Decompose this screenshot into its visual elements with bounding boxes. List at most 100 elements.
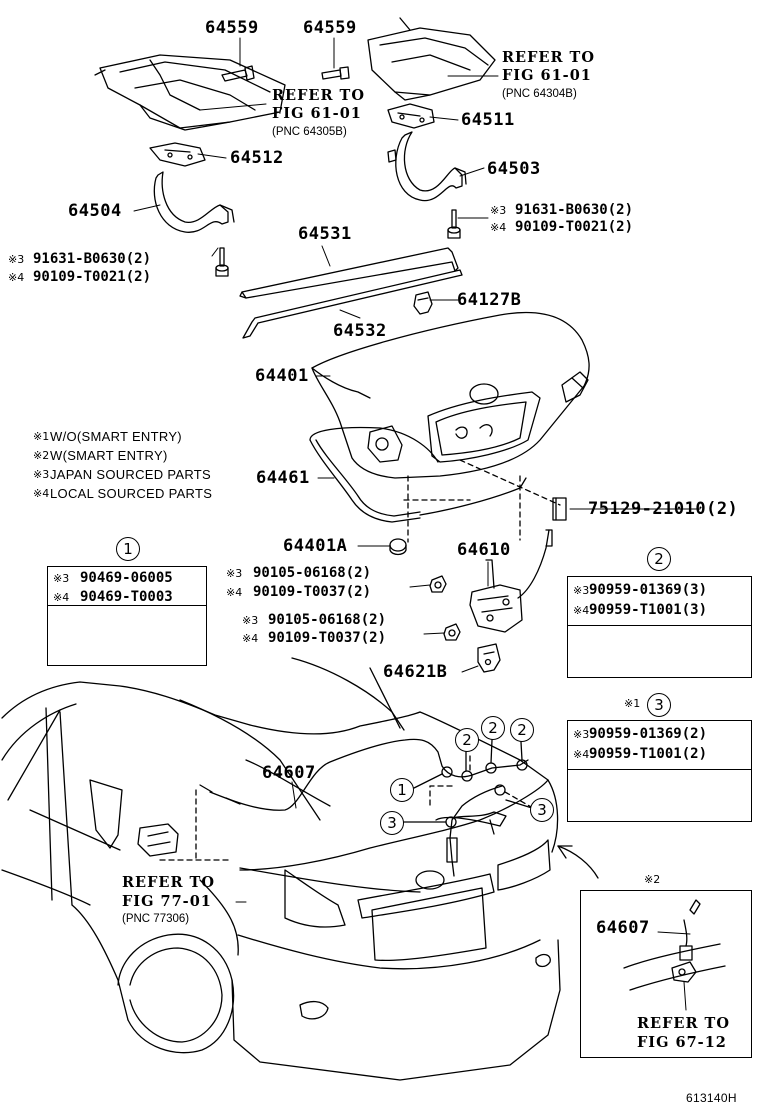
refer-left-line2: FIG 61-01 — [272, 105, 362, 122]
note-3-text: JAPAN SOURCED PARTS — [50, 467, 212, 482]
clip-2-mark4: ※4 — [573, 604, 590, 617]
label-64532: 64532 — [333, 321, 387, 341]
mark-3-left: ※3 — [8, 253, 25, 266]
door-hinge — [137, 823, 179, 857]
note-2-mark: ※2 — [33, 449, 50, 462]
weatherstrip-64461 — [309, 426, 527, 523]
note-3-mark: ※3 — [33, 468, 50, 481]
left-hinge-cover — [94, 54, 286, 131]
clip-2-box — [567, 576, 752, 678]
hinge-bolt-left — [215, 247, 229, 277]
callout-2-a: 2 — [455, 728, 479, 752]
refer-door-line3: (PNC 77306) — [122, 913, 190, 925]
label-64461: 64461 — [256, 468, 310, 488]
refer-door-line2: FIG 77-01 — [122, 893, 212, 910]
hinge-bolt-right — [447, 209, 461, 239]
right-hinge-cover — [367, 17, 496, 101]
clip-3-box — [567, 720, 752, 822]
label-bolt-right-2: 90109-T0021(2) — [515, 219, 634, 235]
label-64401a: 64401A — [283, 536, 348, 556]
label-nut1-a: 90105-06168(2) — [253, 565, 372, 581]
note-4-mark: ※4 — [33, 487, 50, 500]
mark-3-nut2: ※3 — [242, 614, 259, 627]
clip-3-row1: 90959-01369(2) — [589, 726, 708, 742]
callout-3-a: 3 — [530, 798, 554, 822]
clip-3-mark3: ※3 — [573, 728, 590, 741]
plug-64401a — [389, 538, 407, 556]
hinge-64503 — [387, 131, 467, 202]
callout-2-b: 2 — [481, 716, 505, 740]
label-64503: 64503 — [487, 159, 541, 179]
label-bolt-left-2: 90109-T0021(2) — [33, 269, 152, 285]
clip-2-mark3: ※3 — [573, 584, 590, 597]
label-64559-right: 64559 — [303, 18, 357, 38]
clip-3-mark1: ※1 — [624, 697, 641, 710]
refer-left-line3: (PNC 64305B) — [272, 126, 347, 138]
refer-left-line1: REFER TO — [272, 87, 365, 104]
clip-3-mark4: ※4 — [573, 748, 590, 761]
inset-box — [580, 890, 752, 1058]
callout-leaders — [403, 739, 533, 823]
note-4-text: LOCAL SOURCED PARTS — [50, 486, 213, 501]
label-64621b: 64621B — [383, 662, 448, 682]
callout-2-c: 2 — [510, 718, 534, 742]
refer-inset-line1: REFER TO — [637, 1015, 730, 1032]
inset-parts — [623, 899, 726, 991]
note-2-text: W(SMART ENTRY) — [50, 448, 168, 463]
torsion-rod-64531 — [239, 247, 459, 299]
label-64512: 64512 — [230, 148, 284, 168]
refer-right-line3: (PNC 64304B) — [502, 88, 577, 100]
nut-upper — [429, 575, 447, 593]
inset-arrow — [557, 845, 599, 879]
label-64511: 64511 — [461, 110, 515, 130]
mark-4-left: ※4 — [8, 271, 25, 284]
inset-label-64607: 64607 — [596, 918, 650, 938]
label-nut2-b: 90109-T0037(2) — [268, 630, 387, 646]
car-body — [1, 681, 561, 1081]
callout-1: 1 — [390, 778, 414, 802]
clip-3-number: 3 — [647, 693, 671, 717]
label-leaders — [133, 37, 701, 1011]
refer-door-line1: REFER TO — [122, 874, 215, 891]
trunk-lid-64401 — [311, 311, 590, 479]
note-1-text: W/O(SMART ENTRY) — [50, 429, 182, 444]
label-bolt-right-1: 91631-B0630(2) — [515, 202, 634, 218]
callout-3-b: 3 — [380, 811, 404, 835]
clip-1-row2: 90469-T0003 — [80, 589, 173, 605]
mark-4-right: ※4 — [490, 221, 507, 234]
refer-right-line1: REFER TO — [502, 49, 595, 66]
hinge-64504 — [153, 171, 235, 233]
figure-code: 613140H — [686, 1091, 737, 1105]
striker-64621b — [477, 643, 501, 673]
clip-3-row2: 90959-T1001(2) — [589, 746, 708, 762]
clip-1-box — [47, 566, 207, 666]
label-64127b: 64127B — [457, 290, 522, 310]
label-64531: 64531 — [298, 224, 352, 244]
torsion-rod-64532 — [242, 269, 463, 339]
clip-1-row1: 90469-06005 — [80, 570, 173, 586]
lock-assembly-64610 — [469, 529, 553, 633]
note-1-mark: ※1 — [33, 430, 50, 443]
mark-4-nut2: ※4 — [242, 632, 259, 645]
inset-mark-2: ※2 — [644, 873, 661, 886]
label-64607: 64607 — [262, 763, 316, 783]
clip-2-row2: 90959-T1001(3) — [589, 602, 708, 618]
refer-right-line2: FIG 61-01 — [502, 67, 592, 84]
mark-3-nut1: ※3 — [226, 567, 243, 580]
bolt-64559-left — [221, 65, 255, 82]
clip-1-number: 1 — [116, 537, 140, 561]
label-64401: 64401 — [255, 366, 309, 386]
clip-2-number: 2 — [647, 547, 671, 571]
label-nut1-b: 90109-T0037(2) — [253, 584, 372, 600]
clip-2-row1: 90959-01369(3) — [589, 582, 708, 598]
clip-1-mark3: ※3 — [53, 572, 70, 585]
label-nut2-a: 90105-06168(2) — [268, 612, 387, 628]
mark-3-right: ※3 — [490, 204, 507, 217]
cushion-64127b — [413, 291, 433, 315]
mark-4-nut1: ※4 — [226, 586, 243, 599]
label-64504: 64504 — [68, 201, 122, 221]
hinge-bracket-64512 — [149, 142, 206, 167]
bolt-64559-right — [321, 66, 350, 80]
label-bolt-left-1: 91631-B0630(2) — [33, 251, 152, 267]
